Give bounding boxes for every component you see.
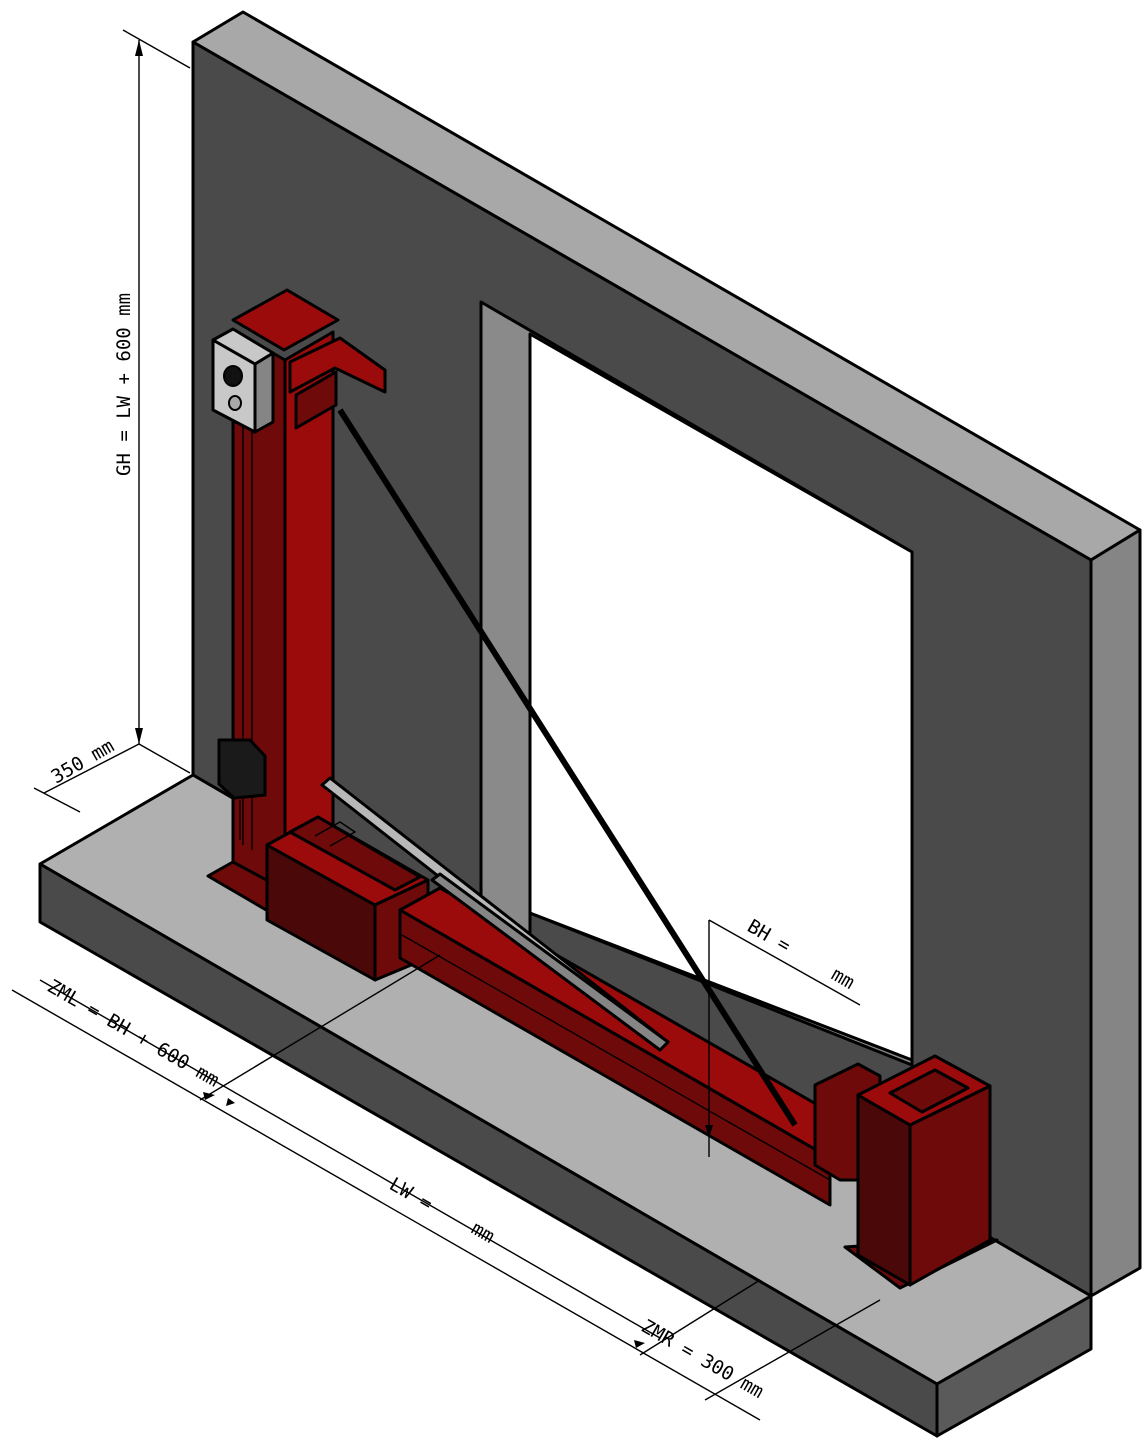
column-motor <box>217 738 267 800</box>
dim-lw-unit: mm <box>468 1217 499 1247</box>
dim-depth-label: 350 mm <box>48 735 118 788</box>
floor-side-face <box>935 1294 1093 1438</box>
control-box-switch-icon <box>228 395 242 411</box>
column-top <box>231 288 340 352</box>
control-box-knob-icon <box>223 365 243 387</box>
right-pillar-front <box>856 1093 912 1287</box>
diagonal-tie-rod <box>337 408 798 1127</box>
wall-side-face <box>1089 528 1142 1298</box>
dim-gh-label: GH = LW + 600 mm <box>113 293 135 476</box>
top-arm-bracket <box>288 336 387 394</box>
door-opening <box>528 332 914 1062</box>
